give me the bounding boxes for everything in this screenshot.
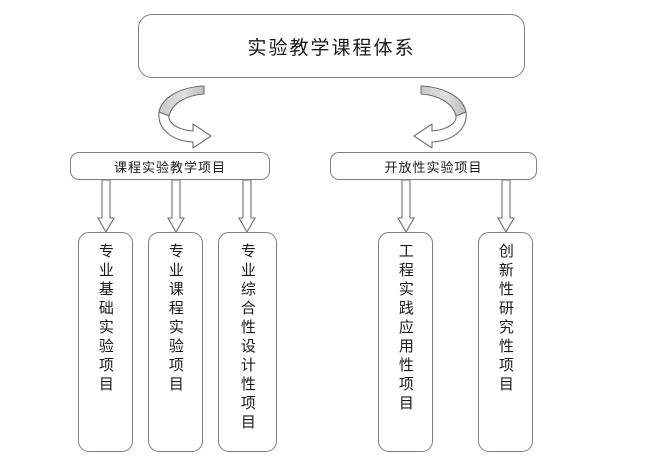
node-major-comprehensive-design-projects[interactable]: 专业综合性设计性项目 [218, 232, 277, 452]
connector-arrow-down-3-icon [238, 179, 256, 234]
node-label: 专业课程实验项目 [166, 243, 185, 395]
node-engineering-practice-application-projects[interactable]: 工程实践应用性项目 [378, 232, 433, 452]
node-label: 工程实践应用性项目 [396, 243, 415, 414]
connector-arrow-down-2-icon [167, 179, 185, 234]
node-label: 实验教学课程体系 [247, 36, 416, 59]
node-label: 创新性研究性项目 [496, 243, 515, 395]
node-experimental-teaching-course-system[interactable]: 实验教学课程体系 [138, 14, 525, 78]
node-major-foundation-experiment-projects[interactable]: 专业基础实验项目 [78, 232, 133, 452]
node-label: 专业基础实验项目 [96, 243, 115, 395]
curved-arrow-right-icon [390, 84, 470, 150]
node-label: 课程实验教学项目 [113, 160, 226, 176]
node-open-experimental-projects[interactable]: 开放性实验项目 [330, 152, 537, 180]
node-major-course-experiment-projects[interactable]: 专业课程实验项目 [148, 232, 203, 452]
connector-arrow-down-5-icon [497, 179, 515, 234]
connector-arrow-down-4-icon [397, 179, 415, 234]
node-innovative-research-projects[interactable]: 创新性研究性项目 [478, 232, 533, 452]
node-label: 开放性实验项目 [384, 160, 483, 176]
connector-arrow-down-1-icon [97, 179, 115, 234]
curved-arrow-left-icon [155, 84, 235, 150]
node-course-experimental-teaching-projects[interactable]: 课程实验教学项目 [70, 152, 270, 180]
node-label: 专业综合性设计性项目 [238, 243, 257, 433]
